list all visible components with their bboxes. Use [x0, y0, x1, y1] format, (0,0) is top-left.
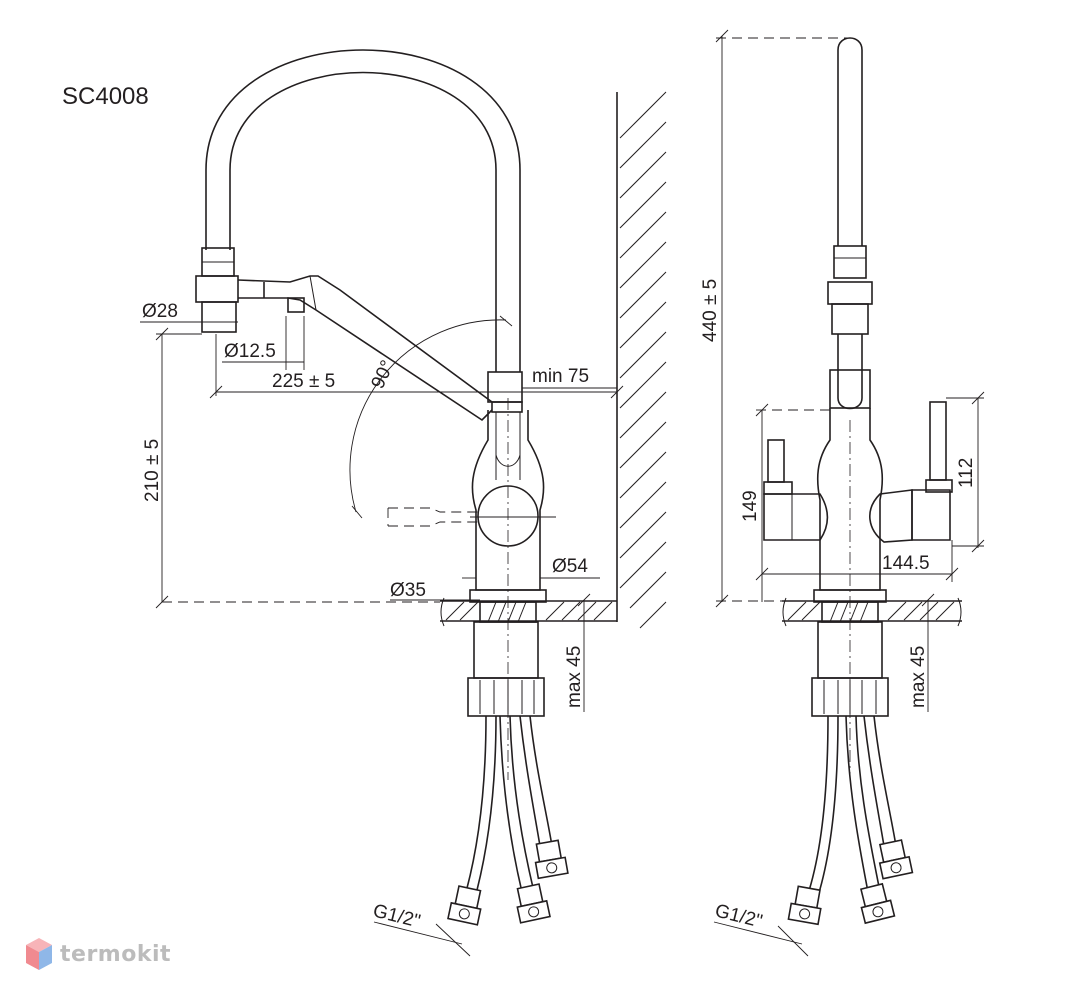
- termokit-logo: termokit: [24, 936, 171, 972]
- dimensions-right: [713, 29, 985, 957]
- dimensions-left: [140, 315, 624, 957]
- label-d28: Ø28: [142, 301, 178, 322]
- wall: [616, 91, 667, 629]
- label-max45-right: max 45: [908, 646, 929, 708]
- label-h112: 112: [956, 458, 977, 488]
- label-d35: Ø35: [390, 580, 426, 601]
- label-wall-gap: min 75: [532, 366, 589, 387]
- countertop-right: [782, 597, 962, 627]
- label-height-spout: 210 ± 5: [142, 439, 163, 502]
- logo-text: termokit: [60, 941, 172, 967]
- label-g12-right: G1/2": [713, 900, 765, 932]
- label-total-height: 440 ± 5: [700, 279, 721, 342]
- label-d12-5: Ø12.5: [224, 341, 276, 362]
- label-w144-5: 144.5: [882, 553, 930, 574]
- label-max45-left: max 45: [564, 646, 585, 708]
- label-d54: Ø54: [552, 556, 588, 577]
- faucet-body-side: [387, 371, 556, 780]
- spout-front: [827, 37, 873, 410]
- faucet-body-front: [763, 401, 953, 780]
- label-reach: 225 ± 5: [272, 371, 335, 392]
- cube-logo-icon: [26, 938, 52, 970]
- front-view: 440 ± 5 149 112 144.5 max 45 G1/2": [700, 29, 985, 957]
- supply-hoses-right: [787, 715, 914, 926]
- label-h149: 149: [740, 490, 761, 522]
- supply-hoses-left: [447, 715, 569, 926]
- side-view: Ø28 Ø12.5 225 ± 5 90° min 75 210 ± 5 Ø54…: [140, 49, 667, 957]
- gooseneck-spout: [195, 49, 521, 422]
- model-label: SC4008: [62, 83, 149, 110]
